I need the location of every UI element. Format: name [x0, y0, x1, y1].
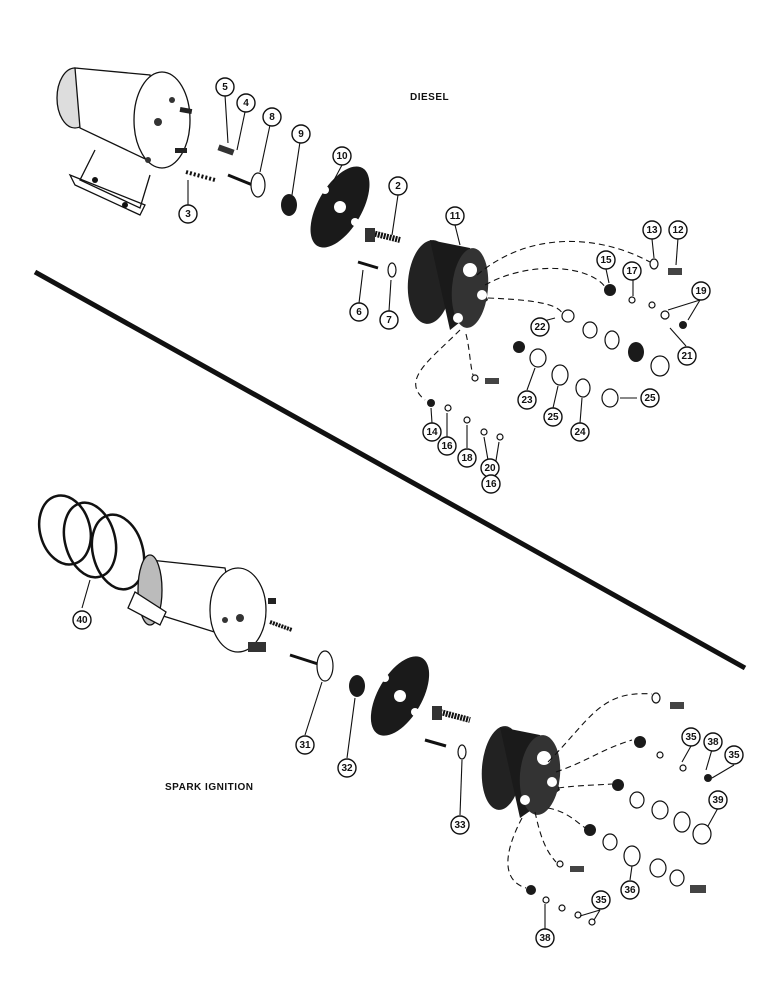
diesel-small-parts — [185, 144, 401, 278]
spark-small-parts — [289, 650, 471, 760]
callout-9: 9 — [291, 124, 311, 144]
callout-19: 19 — [691, 281, 711, 301]
callout-number: 3 — [185, 209, 191, 220]
diesel-hardware — [427, 258, 687, 441]
callout-number: 16 — [441, 441, 453, 452]
callout-36: 36 — [620, 880, 640, 900]
callout-21: 21 — [677, 346, 697, 366]
callout-number: 25 — [644, 393, 656, 404]
callout-12: 12 — [668, 220, 688, 240]
callout-25: 25 — [543, 407, 563, 427]
callout-number: 35 — [728, 750, 740, 761]
spark-cover-housing — [481, 726, 561, 818]
callout-number: 18 — [461, 453, 473, 464]
callout-33: 33 — [450, 815, 470, 835]
spark-hardware — [526, 692, 712, 926]
callout-25: 25 — [640, 388, 660, 408]
callout-39: 39 — [708, 790, 728, 810]
callout-17: 17 — [622, 261, 642, 281]
callout-number: 36 — [624, 885, 636, 896]
callout-number: 32 — [341, 763, 353, 774]
callout-number: 31 — [299, 740, 311, 751]
callout-35: 35 — [681, 727, 701, 747]
spark-leader-lines — [81, 579, 735, 930]
callout-number: 8 — [269, 112, 275, 123]
callout-number: 20 — [484, 463, 496, 474]
callout-11: 11 — [445, 206, 465, 226]
callout-number: 11 — [450, 211, 461, 222]
callout-32: 32 — [337, 758, 357, 778]
callout-number: 19 — [695, 286, 707, 297]
diesel-cover-housing — [407, 240, 489, 330]
callout-16: 16 — [437, 436, 457, 456]
callout-number: 23 — [521, 395, 533, 406]
callout-number: 21 — [681, 351, 693, 362]
callout-number: 4 — [243, 98, 249, 109]
callout-number: 22 — [534, 322, 546, 333]
callout-number: 38 — [707, 737, 719, 748]
callout-number: 12 — [672, 225, 684, 236]
callout-number: 7 — [386, 315, 392, 326]
callout-22: 22 — [530, 317, 550, 337]
spark-ignition-section-label: SPARK IGNITION — [165, 782, 254, 793]
callout-20: 20 — [480, 458, 500, 478]
callout-number: 35 — [685, 732, 697, 743]
callout-number: 13 — [646, 225, 658, 236]
callout-2: 2 — [388, 176, 408, 196]
callout-number: 9 — [298, 129, 304, 140]
callout-number: 17 — [626, 266, 638, 277]
callout-number: 16 — [485, 479, 497, 490]
callout-7: 7 — [379, 310, 399, 330]
callout-number: 5 — [222, 82, 228, 93]
callout-number: 10 — [336, 151, 348, 162]
spark-solenoid — [127, 554, 293, 653]
callout-number: 40 — [76, 615, 88, 626]
callout-number: 6 — [356, 307, 362, 318]
callout-18: 18 — [457, 448, 477, 468]
callout-number: 24 — [574, 427, 586, 438]
callout-10: 10 — [332, 146, 352, 166]
callout-number: 15 — [600, 255, 612, 266]
callout-16: 16 — [481, 474, 501, 494]
callout-number: 39 — [712, 795, 724, 806]
callout-38: 38 — [703, 732, 723, 752]
diesel-solenoid — [56, 67, 193, 216]
callout-40: 40 — [72, 610, 92, 630]
callout-35: 35 — [591, 890, 611, 910]
callout-6: 6 — [349, 302, 369, 322]
callout-24: 24 — [570, 422, 590, 442]
callout-13: 13 — [642, 220, 662, 240]
callout-8: 8 — [262, 107, 282, 127]
diesel-section-label: DIESEL — [410, 92, 450, 103]
callout-number: 35 — [595, 895, 607, 906]
callout-5: 5 — [215, 77, 235, 97]
callout-number: 25 — [547, 412, 559, 423]
callout-14: 14 — [422, 422, 442, 442]
callout-15: 15 — [596, 250, 616, 270]
callout-23: 23 — [517, 390, 537, 410]
callout-3: 3 — [178, 204, 198, 224]
callout-number: 33 — [454, 820, 466, 831]
callout-number: 38 — [539, 933, 551, 944]
callout-4: 4 — [236, 93, 256, 113]
callout-number: 2 — [395, 181, 401, 192]
callout-38: 38 — [535, 928, 555, 948]
section-divider-line — [33, 269, 747, 671]
spark-rings — [37, 494, 146, 591]
diesel-leader-lines — [187, 94, 701, 474]
callout-35: 35 — [724, 745, 744, 765]
callout-31: 31 — [295, 735, 315, 755]
callout-number: 14 — [426, 427, 438, 438]
